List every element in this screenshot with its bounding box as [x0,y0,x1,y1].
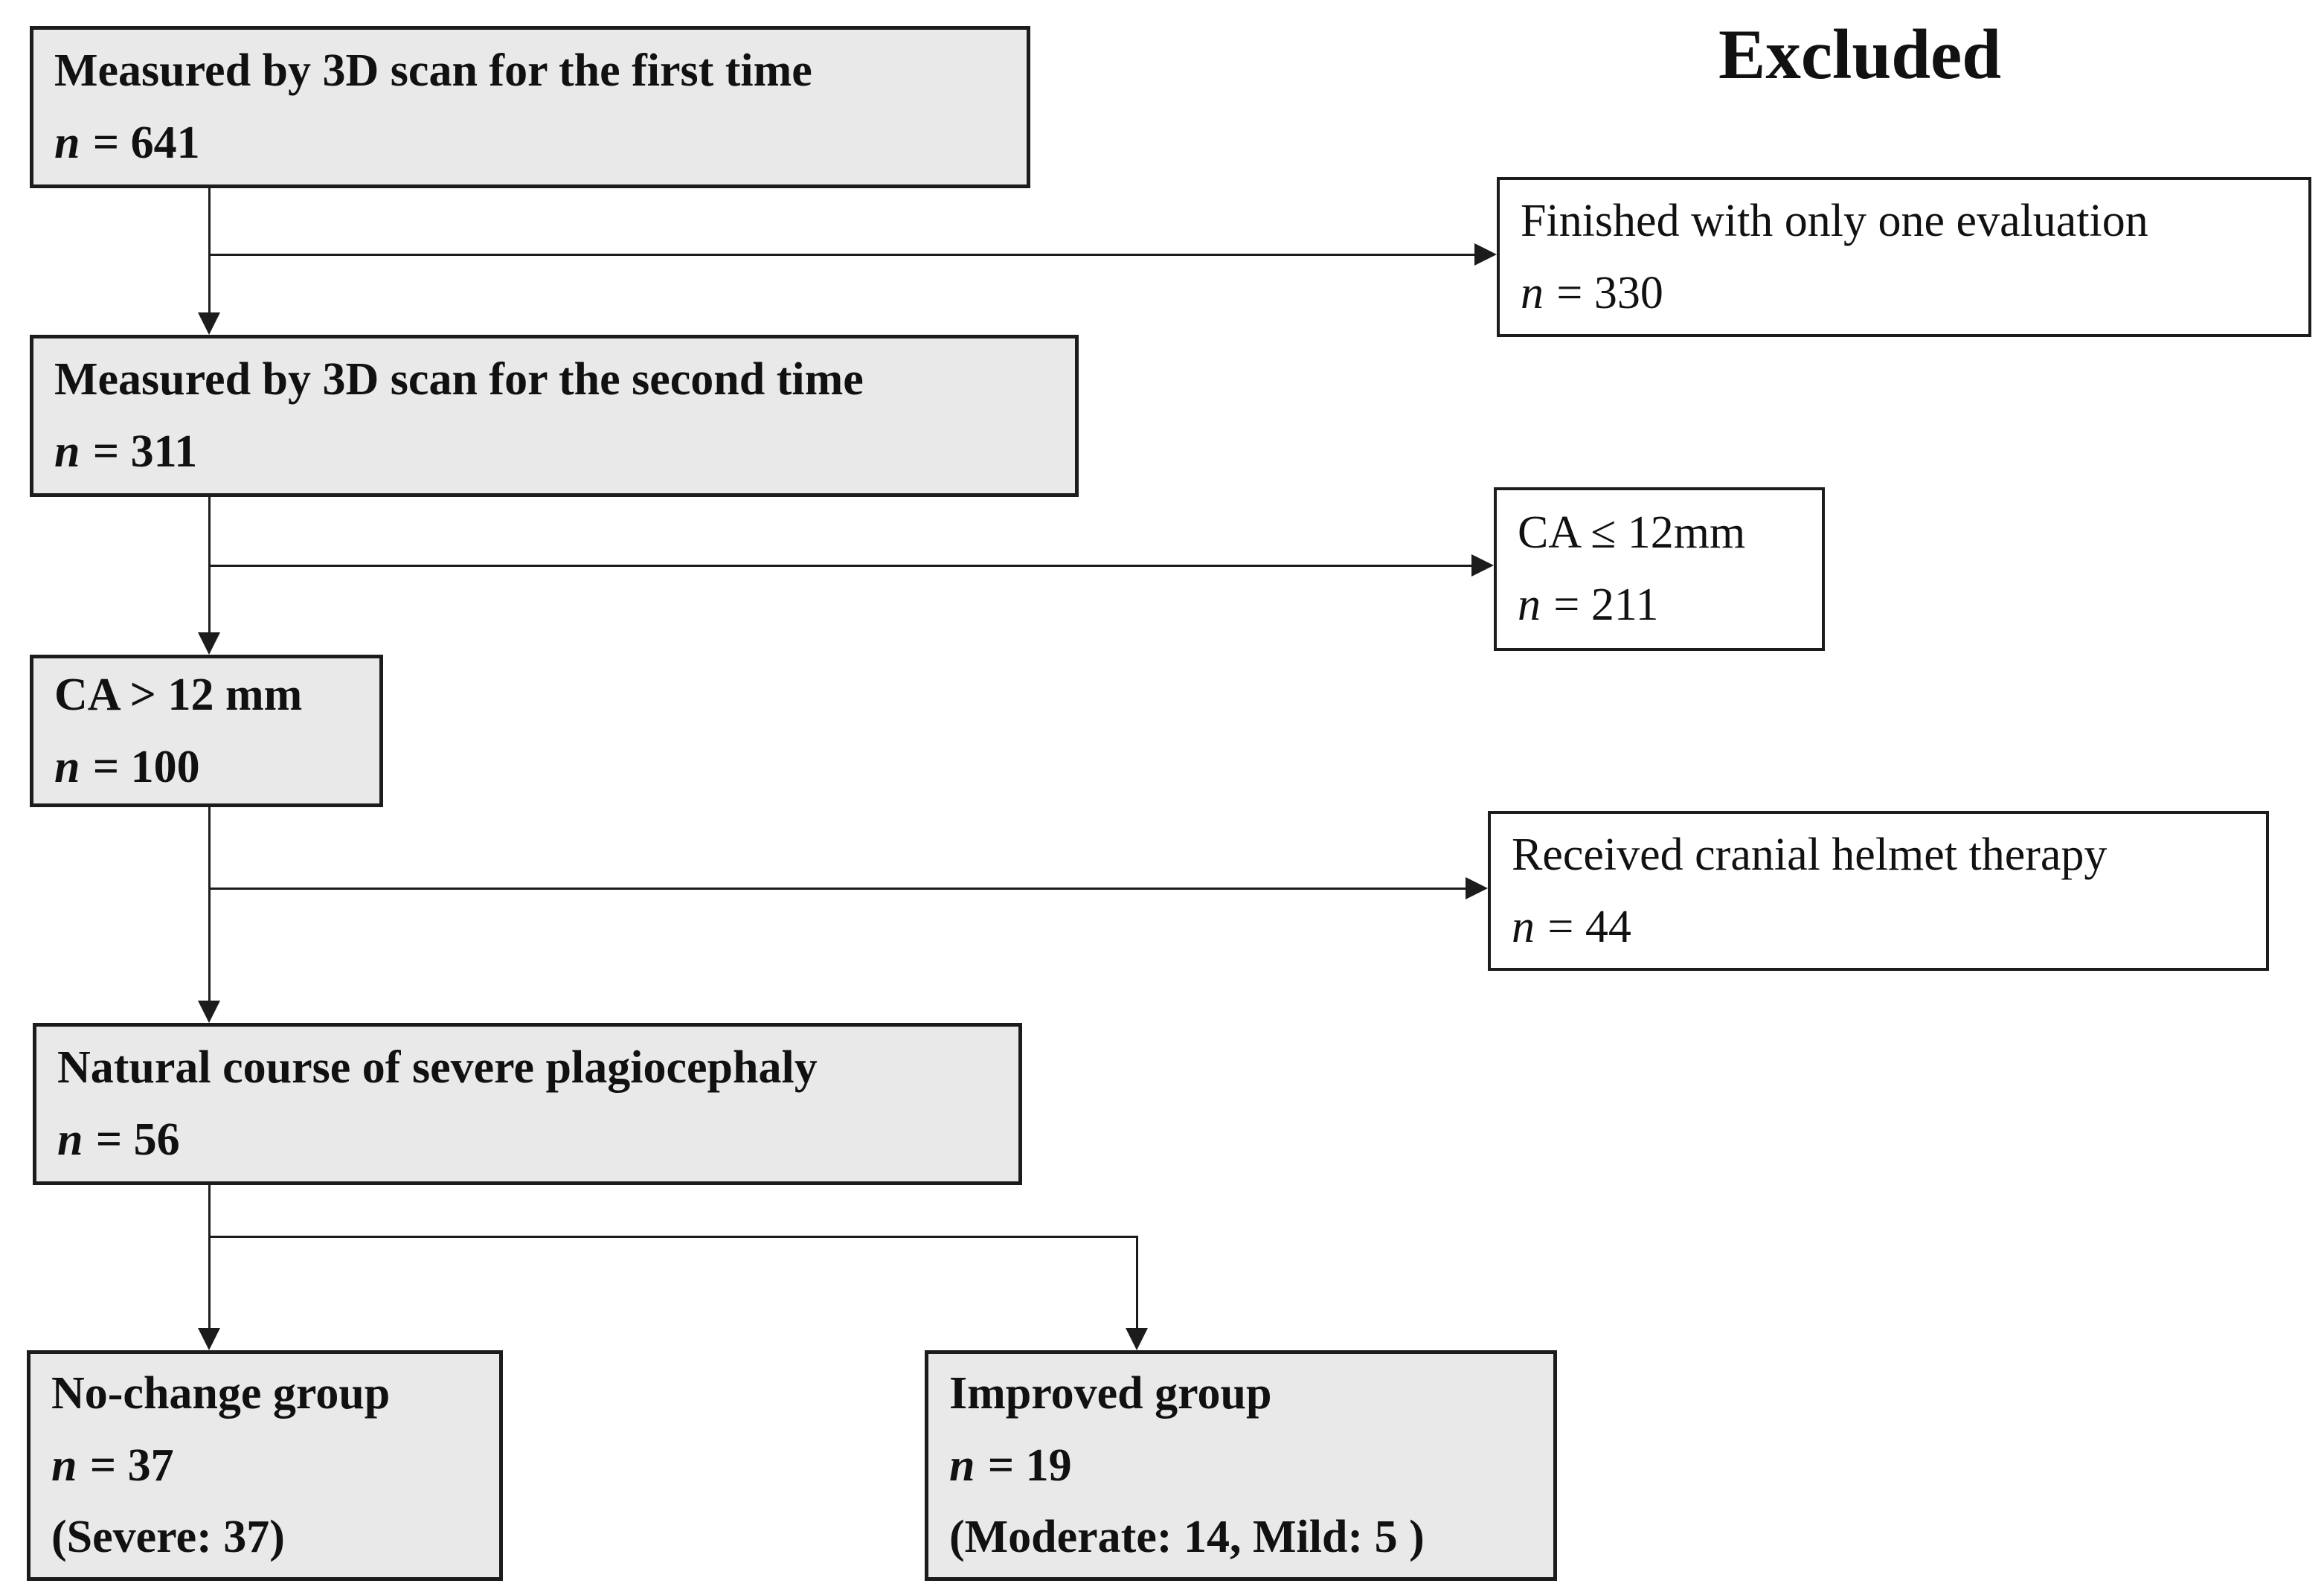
node-count: n= 311 [54,416,1054,488]
node-count: n= 100 [54,731,359,803]
node-ca-gt-12mm: CA > 12 mm n= 100 [30,655,383,807]
arrowhead-down [198,312,220,335]
arrowhead-down [198,1328,220,1350]
n-value: = 330 [1556,267,1663,318]
n-value: = 37 [89,1440,174,1491]
node-improved-group: Improved group n= 19 (Moderate: 14, Mild… [925,1350,1557,1581]
connector-to-helmet [210,888,1466,890]
node-title: Measured by 3D scan for the second time [54,354,864,405]
connector-first-to-second-stem [208,188,211,316]
arrowhead-down [1126,1328,1148,1350]
n-value: = 44 [1547,901,1631,952]
node-title: Finished with only one evaluation [1521,195,2148,246]
connector-to-improved-horizontal [210,1236,1138,1238]
node-title: CA ≤ 12mm [1518,507,1746,559]
node-count: n= 44 [1512,891,2245,963]
node-detail: (Severe: 37) [51,1512,285,1563]
node-no-change-group: No-change group n= 37 (Severe: 37) [27,1350,503,1581]
n-symbol: n [54,426,80,477]
arrowhead-down [198,1001,220,1023]
connector-natural-to-no-change-stem [208,1185,211,1328]
arrowhead-right [1474,243,1497,266]
node-excluded-ca-le-12mm: CA ≤ 12mm n= 211 [1494,487,1825,651]
node-title: Natural course of severe plagiocephaly [57,1042,818,1094]
node-title: No-change group [51,1367,391,1419]
excluded-column-title: Excluded [1718,15,2002,94]
n-symbol: n [1512,901,1535,952]
node-excluded-helmet-therapy: Received cranial helmet therapy n= 44 [1488,811,2269,971]
n-symbol: n [54,118,80,168]
arrowhead-right [1471,554,1494,577]
node-excluded-one-evaluation: Finished with only one evaluation n= 330 [1497,177,2311,337]
node-count: n= 56 [57,1104,998,1176]
node-count: n= 37 [51,1430,478,1502]
n-symbol: n [54,741,80,792]
node-count: n= 19 [949,1430,1532,1502]
node-title: Received cranial helmet therapy [1512,829,2108,880]
arrowhead-down [198,632,220,655]
node-natural-course: Natural course of severe plagiocephaly n… [33,1023,1022,1185]
node-count: n= 211 [1518,569,1801,641]
n-symbol: n [57,1114,83,1165]
n-symbol: n [949,1440,975,1491]
connector-second-to-ca-stem [208,497,211,632]
n-value: = 56 [95,1114,180,1165]
node-title: CA > 12 mm [54,669,303,720]
n-symbol: n [1521,267,1544,318]
n-value: = 100 [92,741,200,792]
node-count: n= 330 [1521,257,2288,330]
node-count: n= 641 [54,107,1006,179]
node-title: Improved group [949,1367,1272,1419]
connector-to-one-evaluation [210,254,1474,256]
n-symbol: n [1518,580,1541,630]
n-symbol: n [51,1440,77,1491]
node-first-scan: Measured by 3D scan for the first time n… [30,26,1030,188]
n-value: = 311 [92,426,198,477]
connector-to-improved-stem [1136,1236,1138,1328]
node-second-scan: Measured by 3D scan for the second time … [30,335,1079,497]
n-value: = 641 [92,118,200,168]
arrowhead-right [1466,877,1488,899]
connector-ca-to-natural-stem [208,807,211,1001]
node-title: Measured by 3D scan for the first time [54,45,812,97]
n-value: = 19 [987,1440,1072,1491]
node-detail: (Moderate: 14, Mild: 5 ) [949,1512,1425,1563]
connector-to-ca-le-12 [210,565,1471,567]
n-value: = 211 [1553,580,1659,630]
